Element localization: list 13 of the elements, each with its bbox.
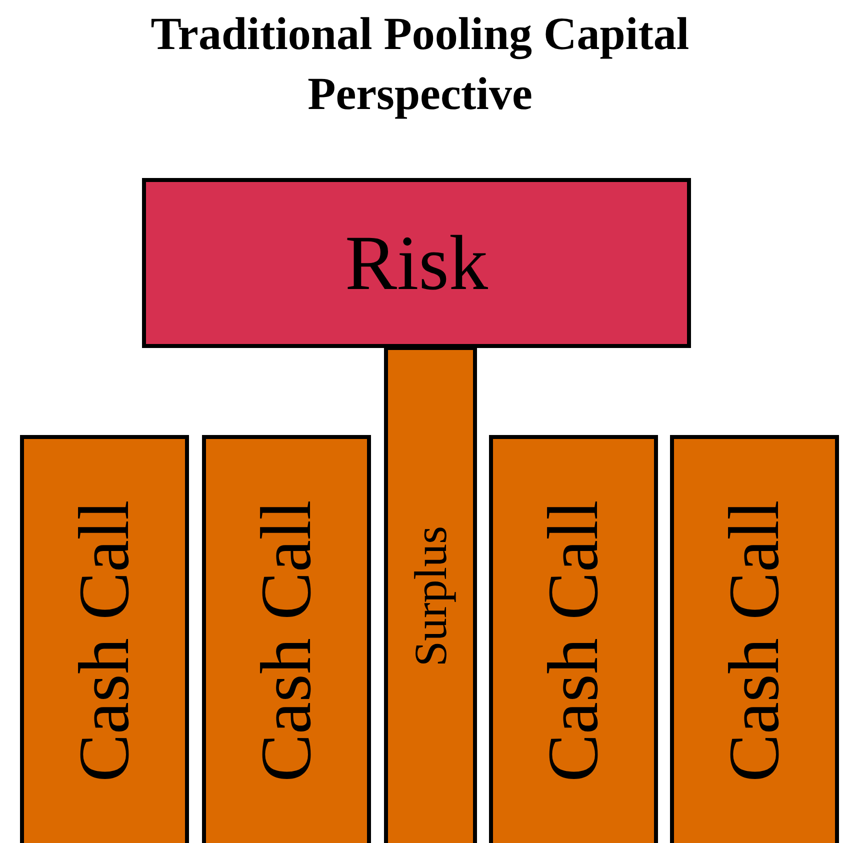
column-label: Cash Call (63, 500, 145, 782)
column-box (489, 435, 658, 843)
column-label: Surplus (404, 526, 457, 667)
column-box (670, 435, 839, 843)
column-label: Cash Call (713, 500, 795, 782)
column-box (384, 346, 477, 843)
column-box (20, 435, 189, 843)
title: Traditional Pooling Capital Perspective (150, 7, 690, 121)
risk-box (142, 178, 691, 348)
box-label: Risk (344, 218, 488, 308)
column-box (202, 435, 371, 843)
column-label: Cash Call (245, 500, 327, 782)
column-label: Cash Call (532, 500, 614, 782)
